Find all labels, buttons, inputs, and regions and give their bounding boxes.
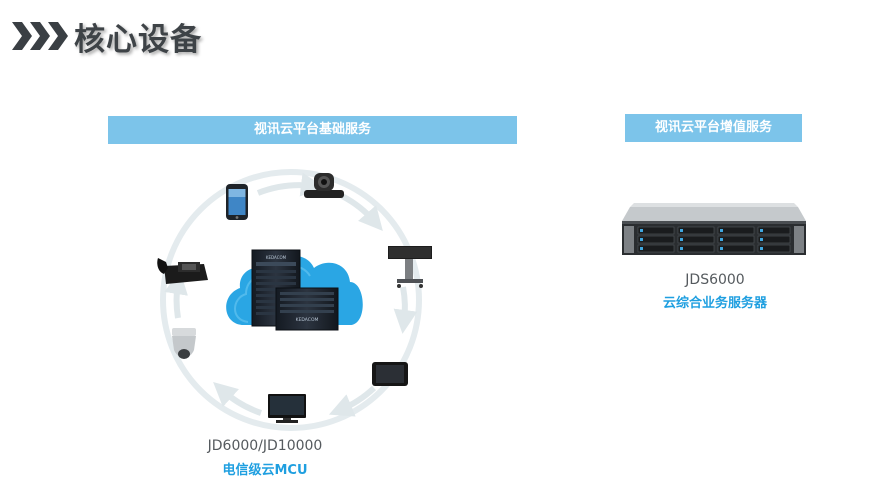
ring-arrow: [213, 381, 263, 416]
connection-ring: [160, 169, 422, 431]
jds-product-name: 云综合业务服务器: [662, 296, 767, 311]
mcu-brand-label: KEDACOM: [296, 317, 319, 323]
jds-model-label: JDS6000: [685, 272, 745, 288]
monitor-icon: [268, 394, 306, 423]
dome-camera-icon: [172, 328, 196, 359]
tablet-icon: [372, 362, 408, 386]
page-title: 核心设备: [74, 21, 202, 58]
mcu-model-label: JD6000/JD10000: [207, 438, 323, 454]
triple-chevron-icon: [12, 22, 68, 50]
ring-arrow: [164, 270, 188, 319]
mcu-brand-label: KEDACOM: [266, 255, 287, 260]
ring-arrow: [328, 385, 377, 417]
value-added-service-banner: 视讯云平台增值服务: [625, 114, 802, 142]
ring-arrow: [256, 172, 325, 197]
smartphone-icon: [226, 184, 248, 220]
video-stand-icon: [388, 246, 432, 288]
telephone-icon: [157, 258, 208, 284]
page-header: 核心设备: [12, 12, 202, 60]
ring-arrow: [393, 286, 418, 334]
ptz-camera-icon: [304, 173, 344, 198]
mcu-product-name: 电信级云MCU: [222, 463, 308, 478]
mcu-server-icon: KEDACOM KEDACOM: [251, 249, 339, 331]
jds6000-server-icon: [622, 203, 806, 255]
basic-service-banner: 视讯云平台基础服务: [108, 116, 517, 144]
